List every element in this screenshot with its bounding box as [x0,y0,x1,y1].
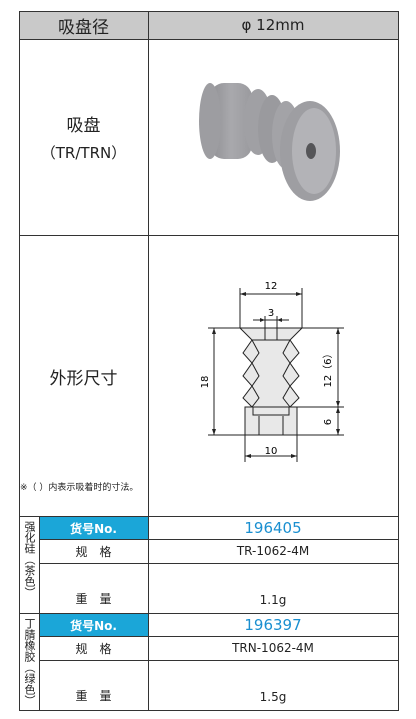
product-cell: 吸盘 （TR/TRN） [19,39,148,235]
section1-spec-label: 规 格 [39,539,148,563]
section1-weight-label: 重 量 [39,563,148,613]
grid-line [39,660,398,661]
section2-code-label: 货号No. [39,614,148,636]
grid-line [39,636,398,637]
header-label-text: 吸盘径 [58,17,109,38]
grid-line [39,516,40,711]
section2-material: 丁腈橡胶（绿色） [19,614,39,710]
dims-label: 外形尺寸 [19,236,148,516]
grid-line [19,710,398,711]
header-value-text: φ 12mm [241,16,305,34]
section1-code-label-text: 货号No. [70,521,117,536]
dims-note: ※（ ）内表示吸着时的寸法。 [20,483,139,493]
dim-6: 6 [323,419,334,425]
section1-material-text: 强化硅（茶色） [23,521,36,598]
section1-spec-text: TR-1062-4M [236,544,310,558]
grid-line [148,11,149,711]
dimension-drawing: 12 3 10 18 12（6） 6 [200,281,344,462]
section2-weight-label-text: 重 量 [75,689,112,703]
section1-code-text: 196405 [244,519,302,537]
dim-12-6: 12（6） [322,348,334,387]
grid-line [19,39,398,40]
section2-spec-text: TRN-1062-4M [232,641,314,655]
dims-label-text: 外形尺寸 [49,368,118,389]
section2-weight-label: 重 量 [39,660,148,710]
grid-line [19,613,398,614]
section2-spec: TRN-1062-4M [148,636,398,660]
header-value: φ 12mm [148,11,398,39]
dim-18: 18 [200,376,211,389]
section1-code: 196405 [148,517,398,539]
section2-spec-label: 规 格 [39,636,148,660]
dim-3: 3 [268,308,274,319]
dim-10: 10 [265,446,278,457]
section1-spec-label-text: 规 格 [75,544,112,559]
product-models: （TR/TRN） [40,144,127,162]
section2-code: 196397 [148,614,398,636]
grid-line [19,11,398,12]
section2-spec-label-text: 规 格 [75,641,112,656]
suction-cup-image [199,83,340,201]
section2-weight: 1.5g [148,660,398,710]
section2-code-text: 196397 [244,616,302,634]
grid-line [39,539,398,540]
grid-line [19,11,20,711]
grid-line [39,563,398,564]
dim-12-top: 12 [265,281,278,292]
section2-weight-text: 1.5g [259,690,287,704]
grid-line [19,516,398,517]
product-name: 吸盘 [66,116,101,136]
section2-material-text: 丁腈橡胶（绿色） [23,618,36,706]
header-label: 吸盘径 [19,11,148,39]
grid-line [19,235,398,236]
section1-weight-label-text: 重 量 [75,592,112,606]
section1-weight: 1.1g [148,563,398,613]
section1-spec: TR-1062-4M [148,539,398,563]
section1-weight-text: 1.1g [259,593,287,607]
section1-material: 强化硅（茶色） [19,517,39,613]
grid-line [398,11,399,711]
section2-code-label-text: 货号No. [70,618,117,633]
section1-code-label: 货号No. [39,517,148,539]
